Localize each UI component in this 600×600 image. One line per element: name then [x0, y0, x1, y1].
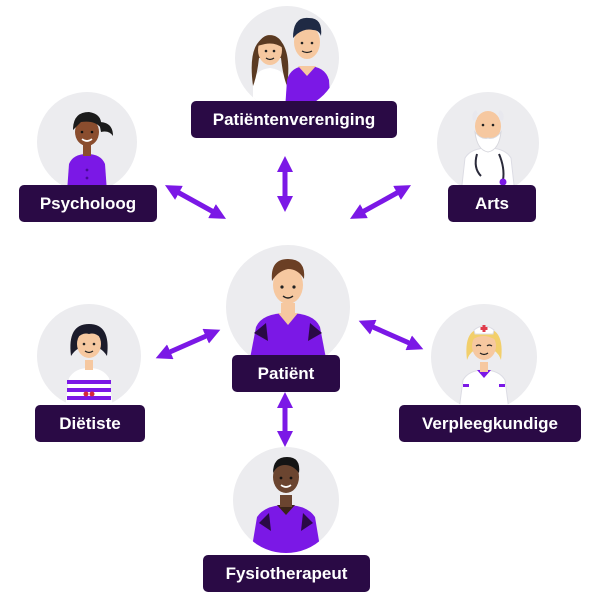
patient-avatar: [226, 245, 350, 369]
nurse-avatar-icon: [458, 325, 510, 410]
physiotherapist-avatar: [233, 447, 339, 553]
dietitian-label: Diëtiste: [35, 405, 145, 442]
arrow-patient-psychologist: [164, 185, 227, 219]
nurse-avatar: [431, 304, 537, 410]
arrow-patient-nurse: [358, 319, 424, 351]
dietitian-avatar-icon: [65, 324, 113, 408]
patient-label: Patiënt: [232, 355, 340, 392]
arrow-patient-doctor: [349, 185, 412, 219]
couple-avatar-icon: [251, 17, 331, 110]
dietitian-avatar: [37, 304, 141, 408]
nurse-label: Verpleegkundige: [399, 405, 581, 442]
doctor-avatar: [437, 92, 539, 194]
physiotherapist-label: Fysiotherapeut: [203, 555, 370, 592]
psychologist-avatar: [37, 92, 137, 192]
doctor-avatar-icon: [460, 110, 516, 194]
psychologist-label: Psycholoog: [19, 185, 157, 222]
association-avatar: [235, 6, 339, 110]
psychologist-avatar-icon: [67, 112, 113, 192]
physiotherapist-avatar-icon: [251, 457, 321, 553]
arrow-patient-dietitian: [155, 328, 221, 360]
patient-avatar-icon: [248, 259, 328, 369]
association-label: Patiëntenvereniging: [191, 101, 397, 138]
doctor-label: Arts: [448, 185, 536, 222]
